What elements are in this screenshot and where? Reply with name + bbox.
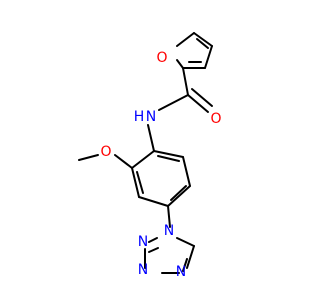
bond-ring-d-double: [170, 185, 187, 201]
bond-ring-c: [138, 196, 169, 207]
bond-ring-e: [182, 156, 191, 187]
bond-carbonyl-c-o: [187, 94, 209, 113]
bond-tetrazole-b-double: [182, 258, 188, 272]
bond-n-to-aryl: [147, 124, 155, 152]
bond-carbonyl-to-n: [158, 94, 189, 111]
structure-canvas: O O N H O N N N N: [78, 32, 222, 280]
tetrazole-ring: [144, 205, 195, 274]
amide-group: [158, 67, 213, 113]
tetrazole-n4-label: N: [176, 264, 186, 280]
carbonyl-oxygen-label: O: [210, 111, 221, 127]
bond-furan-c4-o: [176, 59, 184, 69]
bond-carbonyl-c-o-double: [191, 88, 213, 107]
bond-ring-d: [167, 185, 191, 207]
bond-ring-f-double: [157, 155, 180, 162]
molecule-diagram: O O N H O N N N N: [78, 32, 222, 280]
bond-aryl-to-tetrazole: [167, 205, 171, 228]
bond-aryl-to-methoxy-o: [114, 154, 133, 169]
tetrazole-n3-label: N: [138, 262, 148, 278]
bond-tetrazole-d-double: [148, 247, 159, 253]
bond-tetrazole-a: [176, 237, 195, 247]
bond-ring-f: [153, 150, 184, 158]
bond-ring-b-double: [136, 171, 144, 194]
bond-furan-c1-c2: [193, 32, 213, 47]
methoxy-oxygen-label: O: [100, 144, 111, 160]
amide-hydrogen-label: H: [134, 109, 145, 125]
methoxy-group: [78, 154, 133, 169]
tetrazole-n2-label: N: [138, 234, 148, 250]
bond-tetrazole-e: [148, 237, 158, 243]
bond-furan-c1-o: [176, 32, 195, 47]
bond-furan-c1-c2-double: [196, 38, 209, 49]
tetrazole-n1-label: N: [164, 223, 174, 239]
furan-ring: [176, 32, 213, 69]
bond-furan-to-carbonyl: [182, 67, 189, 96]
amide-nitrogen-label: N: [146, 109, 156, 125]
bond-furan-c2-c3: [204, 45, 213, 69]
furan-oxygen-label: O: [156, 50, 167, 66]
phenyl-ring: [131, 124, 191, 207]
bond-ring-b: [131, 167, 140, 198]
bond-ring-a: [131, 150, 155, 169]
bond-tetrazole-b: [186, 245, 195, 269]
bond-methoxy-o-to-c: [78, 154, 99, 161]
